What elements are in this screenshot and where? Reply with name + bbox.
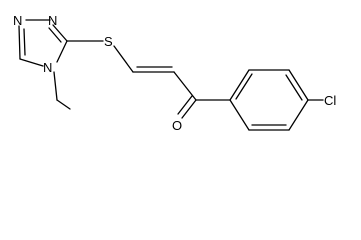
bond-n4-methyl xyxy=(53,71,58,101)
atom-n2-label: N xyxy=(48,13,57,28)
bond-n4-c5 xyxy=(19,58,44,67)
bond-n2-c3-double xyxy=(48,27,62,43)
atom-s-label: S xyxy=(104,34,113,49)
atom-o-label: O xyxy=(172,118,182,133)
bond-ring-4 xyxy=(288,99,309,131)
bond-carbonyl-o xyxy=(181,99,197,119)
bond-ring-1-double xyxy=(235,73,253,100)
bond-ring-3 xyxy=(288,69,309,101)
bond-methyl-end xyxy=(56,99,71,110)
bond-ring-1 xyxy=(229,69,250,101)
chemical-structure: N N N S O Cl xyxy=(13,13,336,133)
atom-n1-label: N xyxy=(13,13,22,28)
atom-n4-label: N xyxy=(43,60,52,75)
bond-ring-6 xyxy=(229,99,250,131)
triazole-ring xyxy=(18,19,68,67)
bond-n2-c3 xyxy=(52,24,68,42)
bond-carbonyl-o-double xyxy=(177,95,193,115)
benzene-ring xyxy=(229,69,309,131)
bond-s-vinyl xyxy=(113,45,134,73)
atom-cl-label: Cl xyxy=(324,93,336,108)
bond-c3-n4 xyxy=(56,40,68,63)
bond-vinyl-carbonyl xyxy=(173,71,197,101)
bond-c5-n1-double xyxy=(23,28,26,56)
bond-c5-n1 xyxy=(18,25,21,60)
bond-ring-3-double xyxy=(285,74,303,101)
